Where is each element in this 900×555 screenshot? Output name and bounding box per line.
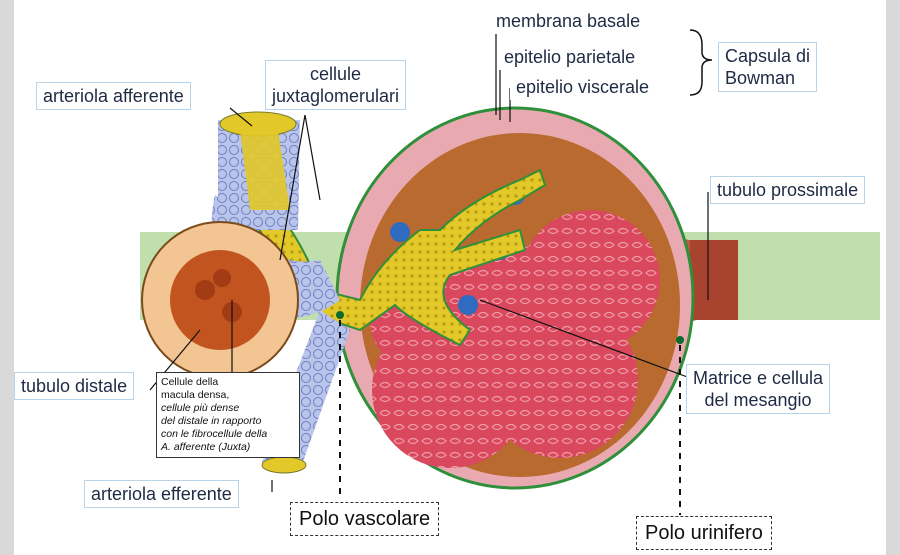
label-membrana-basale: membrana basale — [490, 8, 646, 34]
label-cellule-juxtaglomerulari: cellule juxtaglomerulari — [265, 60, 406, 110]
label-tubulo-prossimale: tubulo prossimale — [710, 176, 865, 204]
label-polo-vascolare: Polo vascolare — [290, 502, 439, 536]
note-line-1: Cellule della — [161, 376, 218, 388]
label-epitelio-parietale: epitelio parietale — [498, 44, 641, 70]
label-capsula-di-bowman: Capsula di Bowman — [718, 42, 817, 92]
label-matrice-mesangio: Matrice e cellula del mesangio — [686, 364, 830, 414]
note-italic-2: del distale in rapporto — [161, 415, 295, 428]
note-italic-1: cellule più dense — [161, 402, 295, 415]
label-polo-urinifero: Polo urinifero — [636, 516, 772, 550]
distal-tubule — [142, 222, 298, 378]
macula-densa-note: Cellule della macula densa, cellule più … — [156, 372, 300, 458]
note-line-2: macula densa, — [161, 389, 229, 401]
label-arteriola-afferente: arteriola afferente — [36, 82, 191, 110]
proximal-tubule-lumen — [690, 240, 738, 320]
label-tubulo-distale: tubulo distale — [14, 372, 134, 400]
label-arteriola-efferente: arteriola efferente — [84, 480, 239, 508]
note-italic-4: A. afferente (Juxta) — [161, 441, 295, 454]
label-epitelio-viscerale: epitelio viscerale — [510, 74, 655, 100]
note-italic-3: con le fibrocellule della — [161, 428, 295, 441]
capsule-bracket — [690, 30, 712, 95]
